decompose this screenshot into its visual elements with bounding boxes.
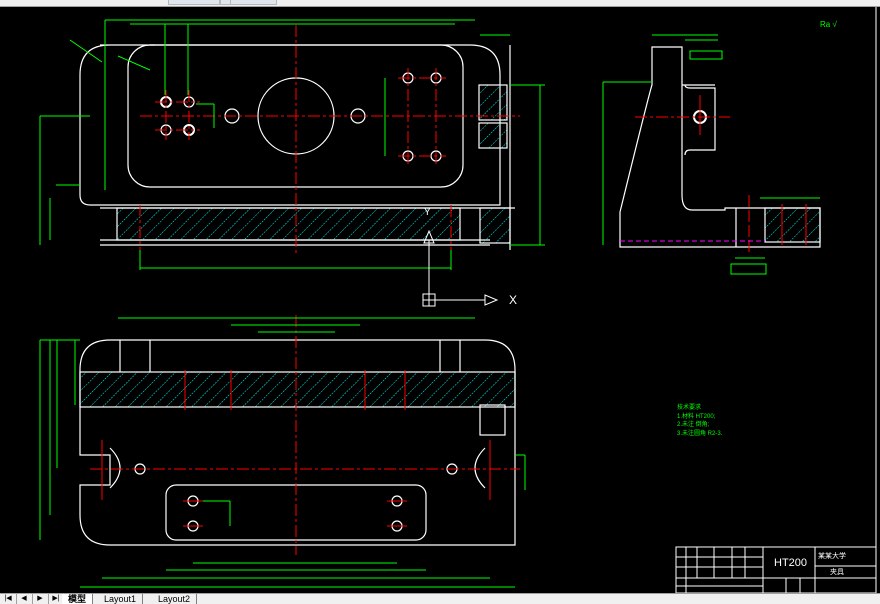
tab-layout2[interactable]: Layout2	[152, 594, 198, 604]
ucs-x-label: X	[509, 293, 517, 307]
requirement-item: 2.未注 倒角;	[677, 422, 710, 428]
prev-tab-button[interactable]: ◀	[16, 594, 33, 604]
technical-requirements: 技术要求 1.材料 HT200; 2.未注 倒角; 3.未注圆角 R2-3.	[677, 404, 722, 438]
cad-drawing[interactable]: X Y	[0, 7, 880, 594]
roughness-symbol-icon: √	[832, 20, 837, 29]
geometric-tolerance-frame	[689, 50, 723, 60]
requirements-title: 技术要求	[677, 405, 702, 411]
drawing-canvas[interactable]: X Y	[0, 7, 880, 594]
plate-outline	[79, 44, 501, 206]
roughness-label: Ra	[820, 20, 831, 29]
top-view	[79, 339, 516, 546]
title-block-part-name: 夹具	[830, 569, 844, 576]
title-block	[675, 546, 877, 594]
top-view-centerlines	[90, 315, 520, 555]
ucs-icon	[422, 229, 499, 307]
requirement-item: 3.未注圆角 R2-3.	[677, 430, 723, 437]
front-view	[79, 44, 515, 250]
toolbar-segment[interactable]	[168, 0, 220, 5]
tab-layout1[interactable]: Layout1	[98, 594, 144, 604]
requirement-item: 1.材料 HT200;	[677, 413, 716, 420]
title-block-school: 某某大学	[818, 553, 846, 560]
side-centerlines	[635, 95, 807, 255]
front-dimensions	[39, 19, 545, 270]
top-view-dimensions	[39, 317, 526, 588]
tab-model[interactable]: 模型	[62, 594, 94, 604]
layout-tab-bar: |◀ ◀ ▶ ▶| 模型 Layout1 Layout2	[0, 593, 880, 604]
title-block-material: HT200	[774, 557, 808, 569]
side-dimensions	[602, 34, 820, 275]
toolbar-segment[interactable]	[230, 0, 277, 5]
base-section	[116, 207, 461, 241]
first-tab-button[interactable]: |◀	[0, 594, 17, 604]
top-view-section	[79, 371, 516, 408]
top-toolbar-strip	[0, 0, 880, 7]
front-centerlines	[139, 25, 520, 255]
side-view	[619, 46, 821, 248]
next-tab-button[interactable]: ▶	[32, 594, 49, 604]
roughness-note: Ra √	[820, 20, 837, 29]
ucs-y-label: Y	[424, 207, 431, 218]
